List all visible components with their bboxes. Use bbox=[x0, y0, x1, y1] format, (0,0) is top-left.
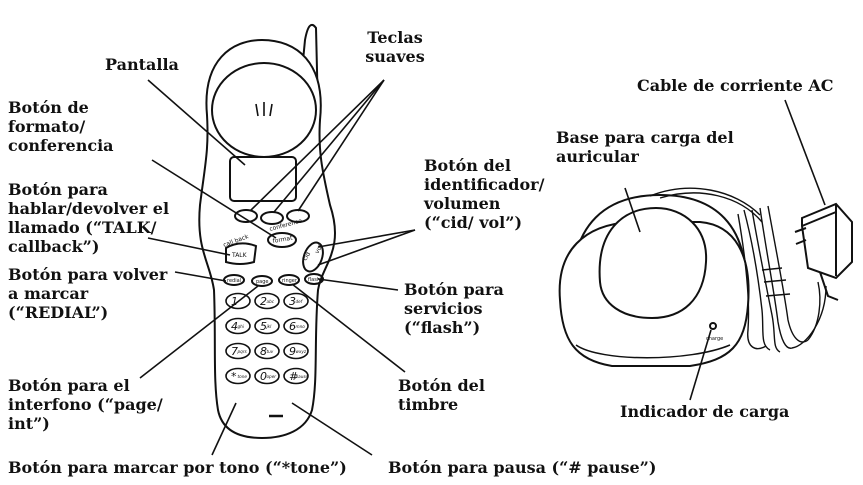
keypad-letters: tone bbox=[238, 374, 248, 379]
keypad-key bbox=[254, 342, 280, 360]
leader-formato bbox=[151, 159, 277, 239]
keypad-digit: # bbox=[289, 370, 298, 383]
keypad-digit: 0 bbox=[260, 370, 267, 383]
keypad-letters: def bbox=[296, 299, 303, 304]
keypad-letters: oper bbox=[267, 374, 277, 379]
keypad-digit: 1 bbox=[231, 295, 238, 308]
charge-led bbox=[709, 322, 717, 330]
keypad-letters: pause bbox=[295, 374, 309, 379]
ac-adapter bbox=[794, 202, 853, 301]
leader-pausa bbox=[291, 402, 373, 456]
leader-pantalla bbox=[147, 79, 246, 166]
soft-key-left bbox=[234, 209, 258, 223]
leader-cable bbox=[784, 99, 826, 206]
keypad-digit: 3 bbox=[289, 295, 296, 308]
flash-key-label: flash bbox=[308, 277, 320, 283]
keypad-key bbox=[283, 317, 309, 335]
cid-key-label: cid bbox=[302, 251, 313, 262]
leader-teclas-3 bbox=[297, 79, 385, 212]
charge-led-label: charge bbox=[706, 336, 723, 342]
keypad-key bbox=[225, 317, 251, 335]
leader-volver bbox=[174, 271, 227, 282]
leader-indicador bbox=[689, 329, 712, 401]
label-boton-timbre: Botón del timbre bbox=[398, 376, 485, 414]
talk-key bbox=[225, 242, 258, 265]
label-indicador-carga: Indicador de carga bbox=[620, 402, 790, 421]
label-boton-pausa: Botón para pausa (“# pause”) bbox=[388, 458, 657, 477]
leader-tono bbox=[211, 402, 237, 456]
display bbox=[229, 156, 297, 202]
keypad-letters: jkl bbox=[266, 324, 273, 329]
keypad-key bbox=[283, 292, 309, 310]
leader-identificador-2 bbox=[317, 229, 416, 266]
power-cord bbox=[649, 187, 827, 353]
leader-hablar bbox=[147, 237, 231, 256]
keypad-letters: tuv bbox=[267, 349, 274, 354]
keypad-key bbox=[254, 317, 280, 335]
format-key bbox=[267, 232, 297, 248]
keypad-letters: mno bbox=[296, 324, 306, 329]
soft-key-middle bbox=[260, 211, 284, 225]
leader-identificador-1 bbox=[317, 229, 416, 248]
base-bottom bbox=[575, 344, 731, 359]
charging-base bbox=[558, 193, 750, 367]
keypad-digit: 2 bbox=[260, 295, 267, 308]
keypad-digit: 4 bbox=[231, 320, 238, 333]
label-boton-volver-marcar: Botón para volver a marcar (“REDIAL”) bbox=[8, 265, 168, 322]
keypad-key bbox=[225, 367, 251, 385]
keypad-digit: 6 bbox=[289, 320, 296, 333]
vol-key-label: vol bbox=[314, 244, 325, 255]
keypad-letters: wxyz bbox=[296, 349, 307, 354]
leader-servicios bbox=[317, 278, 399, 291]
keypad-digit: 7 bbox=[231, 345, 238, 358]
cid-vol-key bbox=[302, 241, 324, 273]
ringer-key bbox=[278, 274, 300, 286]
label-cable-ac: Cable de corriente AC bbox=[637, 76, 834, 95]
keypad-key bbox=[254, 292, 280, 310]
ringer-key-label: ringer bbox=[282, 278, 298, 284]
page-key bbox=[251, 275, 273, 287]
talk-key-label: TALK bbox=[231, 252, 248, 259]
page-key-label: page bbox=[256, 279, 269, 285]
leader-lines bbox=[139, 79, 826, 456]
keypad-digit: * bbox=[231, 370, 237, 383]
keypad-digit: 5 bbox=[260, 320, 267, 333]
keypad-letters: abc bbox=[267, 299, 275, 304]
label-boton-identificador: Botón del identificador/ volumen (“cid/ … bbox=[424, 156, 545, 232]
keypad-key bbox=[283, 367, 309, 385]
keypad-key bbox=[254, 367, 280, 385]
label-base-carga: Base para carga del auricular bbox=[556, 128, 734, 166]
cradle-well bbox=[598, 206, 708, 320]
leader-base bbox=[624, 187, 641, 233]
keypad-digit: 8 bbox=[260, 345, 267, 358]
label-boton-tono: Botón para marcar por tono (“*tone”) bbox=[8, 458, 347, 477]
keypad-key bbox=[225, 342, 251, 360]
label-boton-hablar: Botón para hablar/devolver el llamado (“… bbox=[8, 180, 170, 256]
keypad-digit: 9 bbox=[289, 345, 296, 358]
label-boton-formato: Botón de formato/ conferencia bbox=[8, 98, 114, 155]
keypad-letters: pqrs bbox=[237, 349, 248, 354]
keypad-key bbox=[283, 342, 309, 360]
label-boton-interfono: Botón para el interfono (“page/ int”) bbox=[8, 376, 163, 433]
label-pantalla: Pantalla bbox=[105, 55, 179, 74]
leader-interfono bbox=[139, 285, 259, 379]
leader-timbre bbox=[291, 283, 406, 373]
label-teclas-suaves: Teclas suaves bbox=[365, 28, 425, 66]
keypad-letters: ghi bbox=[238, 324, 245, 329]
leader-teclas-2 bbox=[273, 79, 385, 213]
format-key-label: format bbox=[272, 234, 294, 244]
leader-teclas-1 bbox=[249, 79, 385, 212]
earpiece-slots bbox=[255, 102, 273, 117]
redial-key-label: redial bbox=[227, 278, 241, 284]
label-boton-servicios: Botón para servicios (“flash”) bbox=[404, 280, 504, 337]
